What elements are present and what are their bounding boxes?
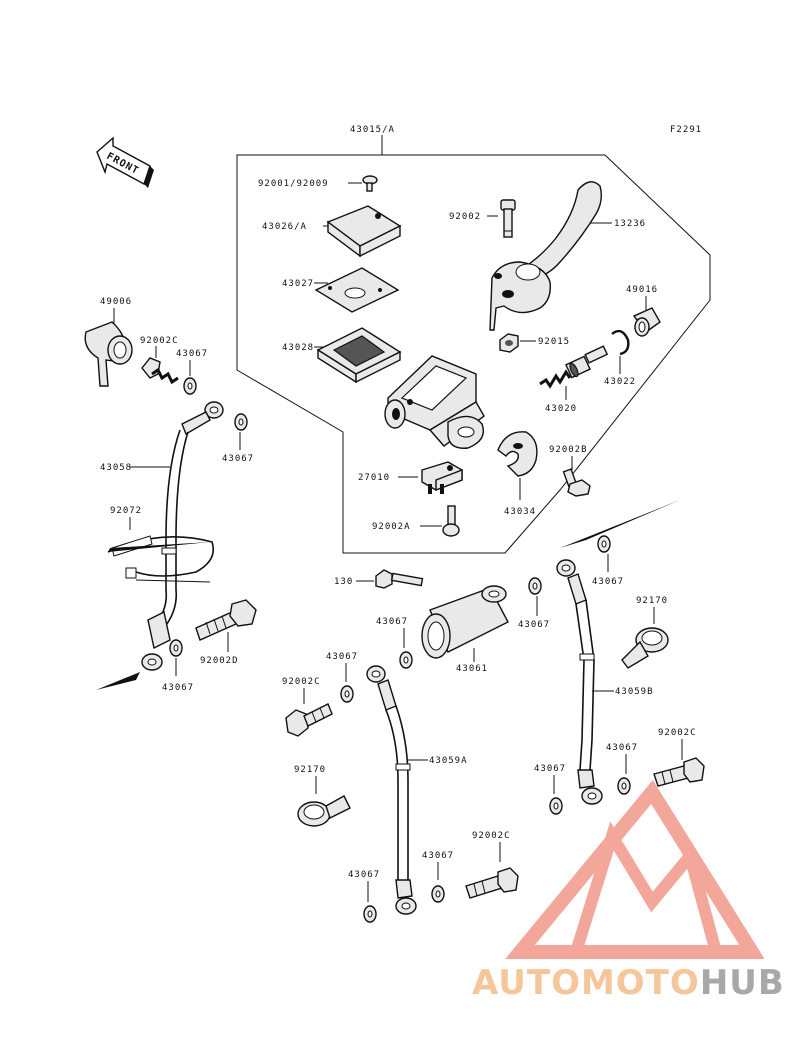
label-43034: 43034 [504, 507, 536, 517]
label-43059B: 43059B [615, 687, 654, 697]
brake-hose-43058 [141, 401, 224, 671]
label-92002B: 92002B [549, 445, 588, 455]
label-43067-h: 43067 [534, 764, 566, 774]
label-43067-g: 43067 [606, 743, 638, 753]
clamp-92170-a [621, 627, 669, 669]
banjo-bolt-92002C-c [285, 703, 333, 737]
label-43022: 43022 [604, 377, 636, 387]
watermark-logo: AUTOMOTOHUB [472, 780, 785, 1003]
label-43015A: 43015/A [350, 125, 395, 135]
banjo-bolt-92002C-d [465, 867, 519, 899]
label-43026A: 43026/A [262, 222, 307, 232]
label-43027: 43027 [282, 279, 314, 289]
svg-text:AUTOMOTOHUB: AUTOMOTOHUB [472, 963, 785, 1003]
banjo-bolt-92002C-b [653, 757, 705, 787]
bolt-92002D [195, 599, 257, 641]
label-130: 130 [334, 577, 353, 587]
circlip-43022 [611, 329, 630, 356]
piston-kit-43020 [539, 345, 609, 389]
label-43067-j: 43067 [422, 851, 454, 861]
screw-92002A [442, 505, 460, 537]
label-43067-i: 43067 [326, 652, 358, 662]
figure-code: F2291 [670, 125, 702, 135]
label-43061: 43061 [456, 664, 488, 674]
label-92170-b: 92170 [294, 765, 326, 775]
label-43067-c: 43067 [162, 683, 194, 693]
clamp-band-92072 [107, 535, 215, 583]
label-27010: 27010 [358, 473, 390, 483]
bolt-130 [375, 569, 424, 589]
label-92002C-c: 92002C [282, 677, 321, 687]
label-49016: 49016 [626, 285, 658, 295]
label-43067-a: 43067 [176, 349, 208, 359]
clamp-92170-b [297, 795, 351, 827]
label-43067-e: 43067 [518, 620, 550, 630]
pivot-bolt-92002 [500, 199, 516, 238]
master-cylinder-body [384, 355, 485, 449]
label-92002: 92002 [449, 212, 481, 222]
joint-43061 [421, 585, 509, 659]
bolt-92002B [562, 468, 591, 497]
screw-92001 [362, 175, 378, 192]
label-43067-d: 43067 [376, 617, 408, 627]
label-49006: 49006 [100, 297, 132, 307]
banjo-cover-49006 [84, 321, 133, 387]
label-92170-a: 92170 [636, 596, 668, 606]
label-92002A: 92002A [372, 522, 411, 532]
label-92002C-a: 92002C [140, 336, 179, 346]
label-13236: 13236 [614, 219, 646, 229]
banjo-bolt-92002C-a [141, 357, 179, 385]
brake-switch-27010 [421, 461, 463, 494]
label-92001-92009: 92001/92009 [258, 179, 329, 189]
label-92002C-d: 92002C [472, 831, 511, 841]
nut-92015 [499, 333, 519, 353]
assembly-outline [236, 154, 711, 554]
brake-hose-43059A [366, 665, 417, 915]
label-43020: 43020 [545, 404, 577, 414]
holder-43034 [497, 431, 538, 477]
label-43059A: 43059A [429, 756, 468, 766]
label-92002C-b: 92002C [658, 728, 697, 738]
label-43028: 43028 [282, 343, 314, 353]
label-43067-b: 43067 [222, 454, 254, 464]
label-92015: 92015 [538, 337, 570, 347]
label-92002D: 92002D [200, 656, 239, 666]
watermark-text-a: AUTOMOTO [472, 963, 700, 1003]
brake-lever-13236 [489, 181, 603, 331]
label-43067-f: 43067 [592, 577, 624, 587]
label-92072: 92072 [110, 506, 142, 516]
front-arrow-icon: FRONT [96, 136, 154, 188]
dust-boot-49016 [632, 307, 661, 337]
brake-hose-43059B [556, 559, 603, 805]
label-43067-k: 43067 [348, 870, 380, 880]
watermark-text-b: HUB [700, 963, 785, 1003]
label-43058: 43058 [100, 463, 132, 473]
